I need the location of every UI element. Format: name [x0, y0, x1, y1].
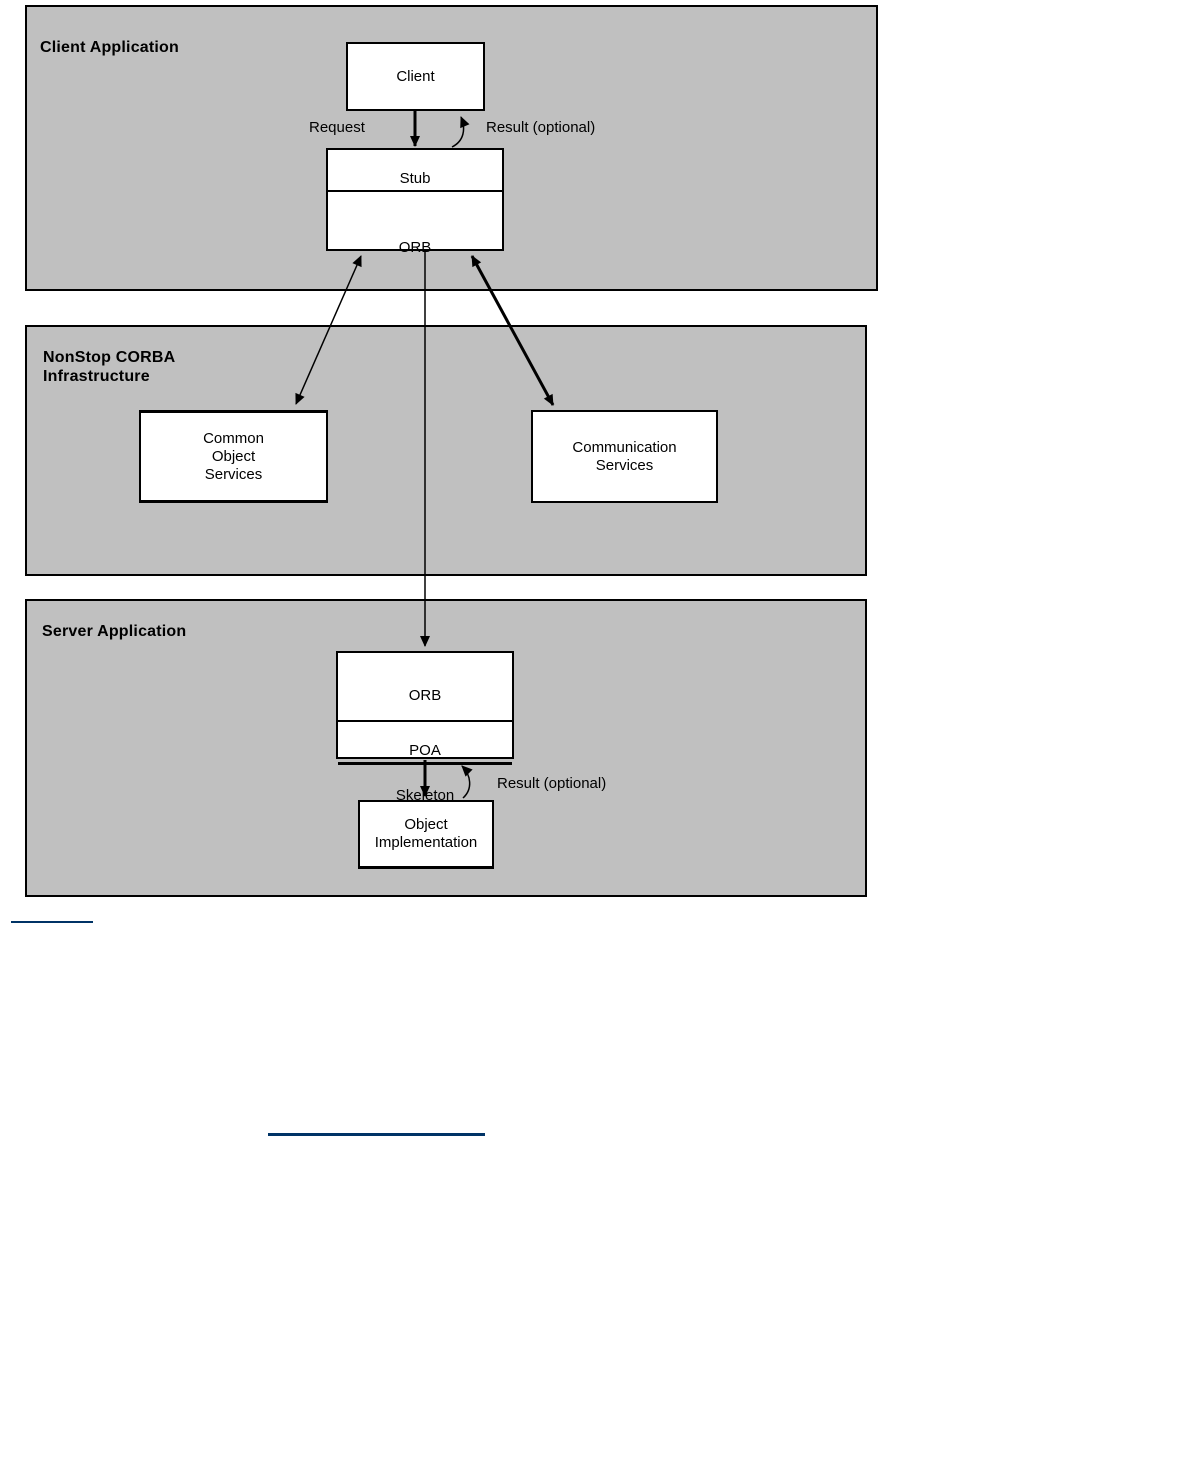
infrastructure-title: NonStop CORBA Infrastructure [43, 349, 176, 385]
link-underline-left[interactable] [11, 921, 93, 923]
communication-services-label: Communication Services [572, 438, 677, 474]
client-node: Client [346, 42, 485, 111]
server-orb-label: ORB [408, 686, 442, 704]
poa-cell: POA [338, 740, 512, 765]
result-optional-label-bottom: Result (optional) [497, 775, 607, 792]
server-application-title: Server Application [42, 623, 187, 640]
infrastructure-section: NonStop CORBA Infrastructure [25, 325, 867, 576]
common-object-services-node: Common Object Services [139, 410, 328, 503]
common-object-services-label: Common Object Services [203, 429, 264, 483]
server-orb-cell: ORB [338, 671, 512, 722]
object-implementation-label: Object Implementation [374, 816, 478, 851]
request-label: Request [309, 119, 365, 136]
client-application-title: Client Application [40, 39, 180, 56]
client-orb-cell: ORB [328, 210, 502, 285]
poa-label: POA [409, 742, 441, 759]
result-optional-label-top: Result (optional) [486, 119, 596, 136]
server-orb-poa-skeleton-node: ORB POA Skeleton [336, 651, 514, 804]
stub-orb-node: Stub ORB [326, 148, 504, 256]
client-node-label: Client [396, 67, 435, 85]
stub-cell: Stub [328, 168, 502, 192]
stub-label: Stub [399, 170, 431, 187]
link-underline-center[interactable] [268, 1133, 485, 1136]
communication-services-node: Communication Services [531, 410, 718, 503]
object-implementation-node: Object Implementation [358, 800, 494, 869]
client-orb-label: ORB [398, 238, 432, 256]
